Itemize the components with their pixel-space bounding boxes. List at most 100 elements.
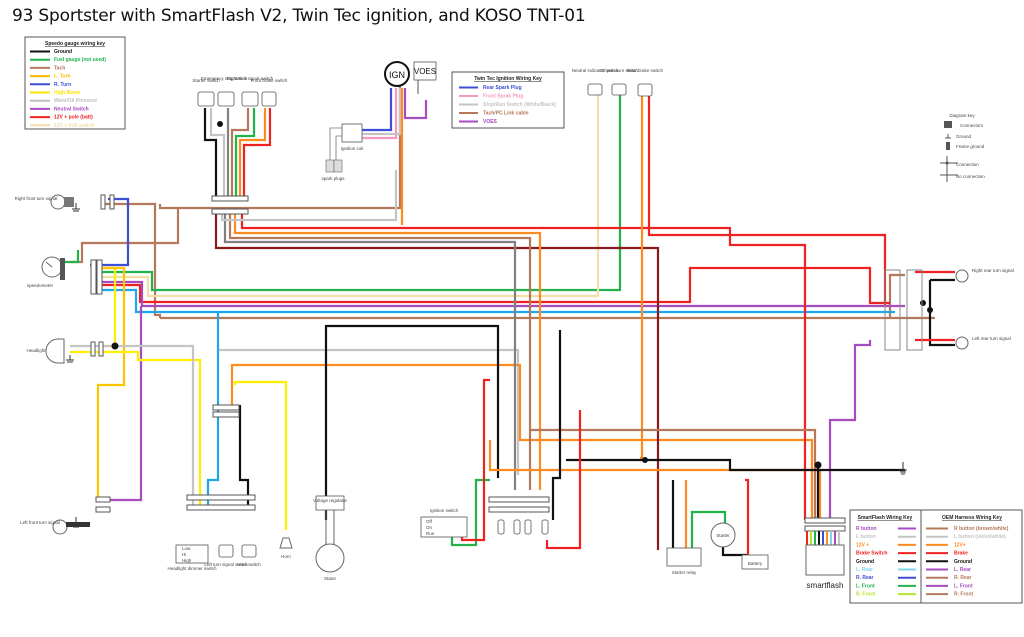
diagram-key: Diagram key Connectors Ground Frame grou…	[940, 113, 985, 182]
connector-hl-a	[90, 341, 96, 357]
left-front-turn-signal: Left front turn signal	[20, 519, 90, 535]
twintec-key-title: Twin Tec Ignition Wiring Key	[474, 76, 542, 82]
wire-black-starter	[721, 545, 748, 557]
spark-plugs-label: spark plugs	[321, 176, 345, 181]
key-label: 12V +	[856, 542, 869, 548]
connector-left-b	[186, 504, 256, 511]
key-label: Tach	[54, 65, 65, 71]
junction-dot	[927, 307, 933, 313]
wire-purple-down	[104, 306, 143, 502]
ground-icon	[899, 462, 907, 475]
key-label: R button	[856, 526, 877, 532]
wire-gray-start	[209, 108, 226, 198]
wire-red2	[240, 213, 807, 520]
speedo-key-item: Ground	[30, 49, 72, 55]
dimmer-hi-label: Hi	[182, 552, 186, 557]
speedo-key-item: Neutral Switch	[30, 106, 89, 112]
rear-brake-switch: Rear brake switch	[627, 68, 664, 97]
starter-motor: Starter	[710, 522, 736, 548]
oil-switch-label: Oil pressure switch	[600, 68, 639, 73]
connector-top-a	[211, 195, 249, 202]
voes-module: VOES	[413, 61, 437, 94]
key-label: 12V + pole (batt)	[54, 115, 93, 121]
key-label: Tach/PC Link cable	[483, 111, 529, 117]
smartflash-key-item: 12V +	[856, 542, 916, 548]
wire-brown-speedo	[70, 208, 180, 264]
oem-key-item: L button (violet/white)	[926, 534, 1006, 540]
speedo-key-title: Speedo gauge wiring key	[45, 41, 105, 47]
key-label: Rear Spark Plug	[483, 85, 522, 91]
ignition-coil: Ignition coil spark plugs	[321, 123, 363, 181]
wire-yellow-horn	[233, 380, 288, 530]
wire-red-rbrake	[647, 95, 887, 305]
frame-ground-symbol-icon	[946, 142, 950, 150]
oem-key-item: R. Front	[926, 592, 973, 598]
wire-orange-mid	[230, 363, 814, 520]
speedometer: speedometer	[27, 256, 65, 288]
wire-black-hornsw	[238, 405, 250, 510]
connector-sf-a	[804, 517, 846, 524]
connector-lft-b	[95, 506, 111, 513]
key-label: R. Front	[856, 592, 875, 598]
speedometer-label: speedometer	[27, 283, 54, 288]
left-front-turn-label: Left front turn signal	[20, 520, 60, 525]
key-label: L. Turn	[54, 74, 71, 80]
speedo-key-item: 12V + IGN switch	[30, 123, 94, 129]
speedo-key-item: Fuel gauge (not used)	[30, 57, 106, 63]
smartflash-key-item: Brake Switch	[856, 551, 916, 557]
left-turn-signal-switch: Left turn signal switch	[204, 544, 248, 567]
wire-gray-headlight	[70, 344, 195, 510]
starter-relay-label: Starter relay	[672, 570, 697, 575]
headlight: Headlight	[26, 338, 65, 364]
rear-brake-switch-label: Rear brake switch	[627, 68, 664, 73]
ground-icons	[66, 203, 907, 528]
ground-icon	[72, 203, 80, 212]
smartflash-wires	[806, 531, 840, 545]
right-front-turn-label: Right front turn signal	[15, 196, 58, 201]
twintec-key-item: Rear Spark Plug	[459, 85, 522, 91]
diagram-key-ground: Ground	[956, 134, 972, 139]
wire-lightblue-dimmer	[206, 312, 220, 510]
key-label: Ground	[954, 559, 972, 565]
oem-key-item: L. Rear	[926, 567, 971, 573]
oem-key-item: L. Front	[926, 583, 973, 589]
oem-key-item: R. Rear	[926, 575, 972, 581]
connector-rear-a	[884, 269, 901, 351]
smartflash-label: smartflash	[807, 581, 844, 590]
connector-sf-b	[804, 525, 846, 532]
connector-center-a	[488, 496, 550, 503]
smartflash-key-item: R button	[856, 526, 916, 532]
wire-gray-mid	[216, 348, 520, 475]
key-label: Stop/Run Switch (White/Black)	[483, 102, 556, 108]
twintec-key-item: Tach/PC Link cable	[459, 111, 529, 117]
wire-brown-tach	[105, 202, 162, 318]
wire-brown-long	[530, 428, 817, 520]
smartflash-key-item: L. Front	[856, 583, 916, 589]
smartflash-key-title: SmartFlash Wiring Key	[858, 515, 913, 521]
wire-black-rear	[551, 330, 562, 520]
left-rear-turn-signal: Left rear turn signal	[955, 336, 1011, 350]
diagram-key-connection: Connection	[956, 162, 979, 167]
smartflash-key-item: R. Front	[856, 592, 916, 598]
battery: Battery	[741, 554, 769, 570]
connector-top-b	[211, 208, 249, 215]
wire-brown-top	[158, 80, 402, 210]
center-fuses	[497, 519, 549, 535]
wire-yellow-headlight	[70, 350, 202, 510]
junction-dot	[217, 121, 223, 127]
ign-off-label: Off	[426, 519, 433, 524]
connector-mid-b	[212, 411, 240, 418]
twintec-key-item: Stop/Run Switch (White/Black)	[459, 102, 556, 108]
wire-purple-right	[828, 340, 872, 520]
ign-module: IGN	[384, 61, 410, 87]
oem-key-item: Ground	[926, 559, 972, 565]
wire-green-ign	[450, 478, 490, 547]
diagram-title: 93 Sportster with SmartFlash V2, Twin Te…	[12, 6, 586, 26]
smartflash-key-item: L button	[856, 534, 916, 540]
smartflash-key-item: L. Rear	[856, 567, 916, 573]
right-rear-turn-label: Right rear turn signal	[972, 268, 1014, 273]
twintec-key-item: Front Sprak Plug	[459, 94, 523, 100]
twin-tec-key: Twin Tec Ignition Wiring Key Rear Spark …	[451, 71, 565, 129]
connector-rft-b	[109, 194, 115, 210]
connectors	[90, 194, 923, 532]
